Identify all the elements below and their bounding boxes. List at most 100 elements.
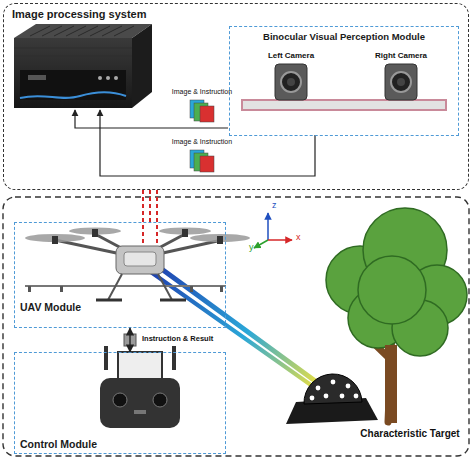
drone-illustration-part-part: [108, 274, 122, 300]
stereo-camera-part: [242, 100, 446, 110]
target-label: Characteristic Target: [360, 428, 459, 439]
axis-arrows: [254, 213, 292, 248]
target-illustration-part-part: [340, 394, 345, 399]
remote-controller-part: [172, 346, 176, 370]
computer-illustration-part-part: [14, 63, 132, 64]
tree-illustration-part: [385, 345, 397, 423]
module-box: Control Module: [14, 352, 226, 454]
remote-controller-part: [153, 393, 167, 407]
signal-label: Image & Instruction: [172, 138, 232, 145]
axis-arrows-part: [254, 240, 268, 248]
connector: [149, 190, 151, 222]
target-illustration-part-part: [331, 380, 336, 385]
camera-label: Right Camera: [375, 51, 427, 60]
remote-controller-part: [104, 346, 108, 370]
drone-illustration-part-part: [158, 274, 172, 300]
module-box: Binocular Visual Perception Module: [229, 26, 459, 136]
computer-illustration-part-part: [78, 26, 98, 36]
computer-illustration-part: [14, 48, 132, 64]
computer-illustration-part-part: [14, 55, 132, 56]
vision-beam: [148, 262, 322, 390]
computer-illustration-part-part: [102, 26, 122, 36]
computer-illustration-part-part: [66, 26, 86, 36]
computer-illustration-part-part: [42, 26, 62, 36]
remote-controller-part: [134, 410, 146, 414]
drone-illustration-part-part: [160, 299, 186, 302]
tree-illustration-part: [326, 208, 467, 356]
target-illustration-part: [304, 374, 362, 404]
computer-illustration-part: [114, 76, 118, 80]
stereo-camera-part: [275, 64, 307, 100]
computer-illustration-part: [14, 38, 132, 108]
drone-illustration-part: [124, 252, 156, 266]
remote-controller-part: [113, 393, 127, 407]
system-frame: [3, 197, 469, 456]
signal-label: Image & Instruction: [172, 88, 232, 95]
target-illustration-part-part: [316, 386, 321, 391]
wireless-link-part: [156, 190, 158, 250]
vision-beam-part: [148, 270, 318, 390]
drone-illustration-part-part: [60, 286, 63, 292]
drone-illustration-part: [108, 274, 172, 300]
stereo-camera: [242, 64, 446, 110]
target-illustration-part: [310, 380, 359, 401]
drone-illustration-part: [25, 228, 250, 243]
computer-illustration-part: [98, 76, 102, 80]
drone-illustration-part: [96, 299, 186, 302]
stereo-camera-part: [287, 78, 295, 86]
drone-illustration-part-part: [92, 229, 98, 237]
remote-controller-part: [118, 352, 162, 380]
axis-label: z: [272, 200, 277, 210]
target-illustration-part-part: [324, 394, 329, 399]
data-packet-icon-part: [200, 156, 214, 172]
computer-illustration-part: [20, 70, 126, 100]
computer-illustration-part: [30, 26, 134, 36]
target-illustration-part-part: [346, 384, 351, 389]
module-title: Image processing system: [12, 8, 147, 20]
remote-controller-part: [100, 378, 180, 428]
drone-illustration-part: [28, 286, 223, 292]
instruction-icon: [124, 334, 136, 346]
target-illustration-part-part: [354, 394, 359, 399]
camera-label: Left Camera: [268, 51, 314, 60]
axis-arrows-part: [268, 239, 292, 241]
target-illustration: [286, 374, 378, 424]
drone-illustration-part-part: [217, 236, 223, 244]
axis-arrows-part: [267, 213, 269, 240]
wireless-link-part: [142, 190, 144, 250]
module-title: UAV Module: [20, 301, 81, 313]
computer-illustration-part-part: [14, 47, 132, 48]
wireless-link: [143, 190, 157, 250]
stereo-camera-part: [281, 72, 301, 92]
stereo-camera-part: [385, 64, 417, 100]
drone-illustration-part: [25, 285, 226, 287]
drone-illustration-part-part: [220, 286, 223, 292]
computer-illustration: [14, 24, 152, 108]
remote-controller: [100, 346, 180, 428]
module-box: UAV Module: [14, 222, 226, 328]
computer-illustration-part: [20, 92, 126, 98]
computer-illustration-part-part: [90, 26, 110, 36]
drone-illustration-part: [116, 246, 164, 274]
target-illustration-part-part: [310, 396, 315, 401]
computer-illustration-part-part: [54, 26, 74, 36]
module-title: Control Module: [20, 438, 97, 450]
vision-beam-part: [152, 262, 322, 386]
stereo-camera-part: [397, 78, 405, 86]
computer-illustration-part: [132, 24, 152, 108]
drone-illustration-part: [52, 229, 223, 244]
computer-illustration-part: [28, 75, 46, 80]
computer-illustration-part-part: [114, 26, 134, 36]
edge-label: Instruction & Result: [142, 334, 213, 343]
axis-label: x: [296, 232, 301, 242]
drone-illustration-part-part: [28, 286, 31, 292]
module-title: Binocular Visual Perception Module: [263, 31, 425, 42]
data-packet-icon: [190, 100, 214, 172]
connector: [129, 328, 130, 352]
stereo-camera-part: [391, 72, 411, 92]
computer-illustration-part: [14, 24, 152, 38]
computer-illustration-part-part: [30, 26, 50, 36]
tree-illustration-part-part: [358, 256, 426, 324]
